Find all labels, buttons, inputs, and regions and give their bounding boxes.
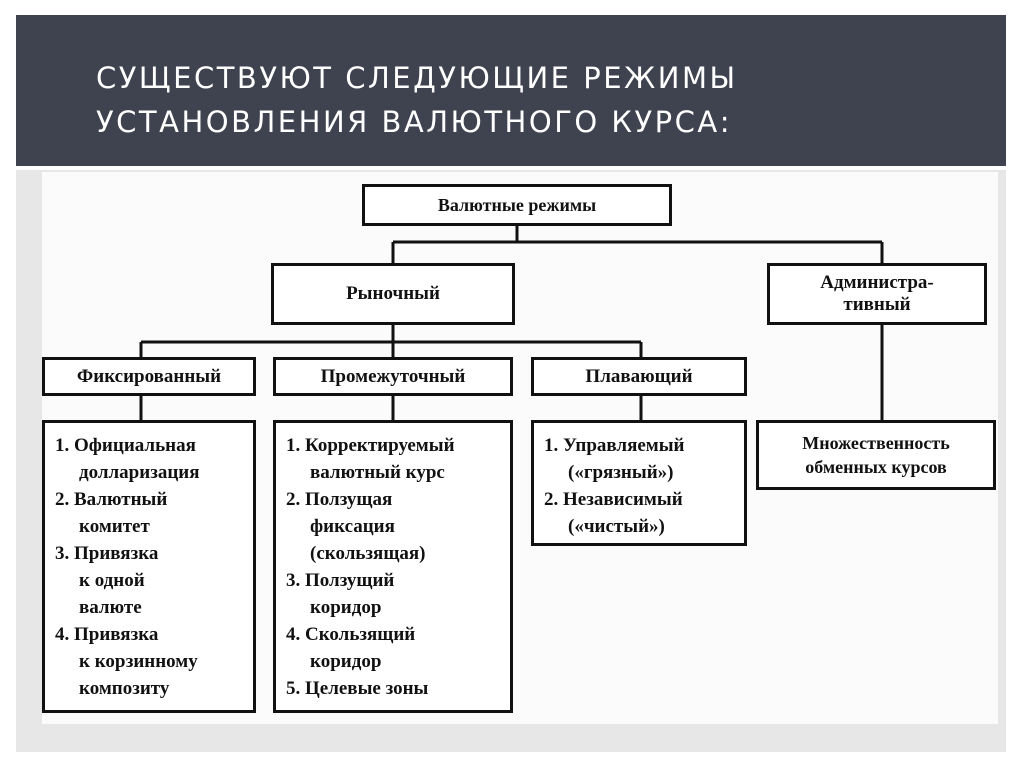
box-root: Валютные режимы bbox=[362, 184, 672, 226]
floating-item-1-line-2: («грязный») bbox=[568, 462, 674, 483]
box-market: Рыночный bbox=[271, 263, 515, 325]
floating-item-2-line-1: 2. Независимый bbox=[544, 489, 683, 510]
fixed-item-3-line-1: 3. Привязка bbox=[55, 543, 159, 564]
list-fixed: 1. Официальная долларизация 2. Валютный ком… bbox=[42, 420, 256, 713]
fixed-item-2-line-2: комитет bbox=[79, 516, 150, 537]
intermediate-item-5-line-1: 5. Целевые зоны bbox=[286, 678, 429, 699]
fixed-label: Фиксированный bbox=[76, 365, 222, 387]
box-admin: Администра- тивный bbox=[767, 263, 987, 325]
list-floating: 1. Управляемый («грязный») 2. Независимый (… bbox=[531, 420, 747, 546]
fixed-item-1-line-2: долларизация bbox=[79, 462, 200, 483]
floating-item-2-line-2: («чистый») bbox=[568, 516, 665, 537]
fixed-item-4-line-1: 4. Привязка bbox=[55, 624, 159, 645]
fixed-item-4-line-2: к корзинному bbox=[79, 651, 198, 672]
root-label: Валютные режимы bbox=[437, 195, 597, 215]
intermediate-item-1-line-1: 1. Корректируемый bbox=[286, 435, 455, 456]
fixed-item-1-line-1: 1. Официальная bbox=[55, 435, 196, 456]
slide-title-line-1: СУЩЕСТВУЮТ СЛЕДУЮЩИЕ РЕЖИМЫ bbox=[96, 61, 738, 95]
intermediate-item-2-line-2: фиксация bbox=[310, 516, 395, 537]
intermediate-label: Промежуточный bbox=[320, 365, 466, 387]
admin-detail-line-2: обменных курсов bbox=[805, 457, 947, 477]
fixed-item-2-line-1: 2. Валютный bbox=[55, 489, 168, 510]
intermediate-item-2-line-3: (скользящая) bbox=[310, 543, 426, 564]
fixed-item-3-line-2: к одной bbox=[79, 570, 145, 591]
market-label: Рыночный bbox=[346, 283, 440, 304]
fixed-item-4-line-3: композиту bbox=[79, 678, 170, 699]
intermediate-item-3-line-1: 3. Ползущий bbox=[286, 570, 395, 591]
admin-label-line-2: тивный bbox=[843, 294, 911, 315]
box-fixed: Фиксированный bbox=[42, 357, 256, 396]
intermediate-item-4-line-2: коридор bbox=[310, 651, 382, 672]
intermediate-item-1-line-2: валютный курс bbox=[310, 462, 445, 483]
floating-label: Плавающий bbox=[585, 365, 693, 387]
intermediate-item-3-line-2: коридор bbox=[310, 597, 382, 618]
admin-label-line-1: Администра- bbox=[820, 272, 934, 293]
floating-item-1-line-1: 1. Управляемый bbox=[544, 435, 685, 456]
admin-detail-line-1: Множественность bbox=[802, 433, 950, 453]
box-floating: Плавающий bbox=[531, 357, 747, 396]
slide-title-line-2: УСТАНОВЛЕНИЯ ВАЛЮТНОГО КУРСА: bbox=[96, 105, 733, 139]
fixed-item-3-line-3: валюте bbox=[79, 597, 142, 618]
box-admin-detail: Множественность обменных курсов bbox=[756, 420, 996, 490]
list-intermediate: 1. Корректируемый валютный курс 2. Ползуща… bbox=[273, 420, 513, 713]
slide-title-bar: СУЩЕСТВУЮТ СЛЕДУЮЩИЕ РЕЖИМЫ УСТАНОВЛЕНИЯ… bbox=[16, 15, 1006, 166]
intermediate-item-2-line-1: 2. Ползущая bbox=[286, 489, 393, 510]
box-intermediate: Промежуточный bbox=[273, 357, 513, 396]
intermediate-item-4-line-1: 4. Скользящий bbox=[286, 624, 416, 645]
